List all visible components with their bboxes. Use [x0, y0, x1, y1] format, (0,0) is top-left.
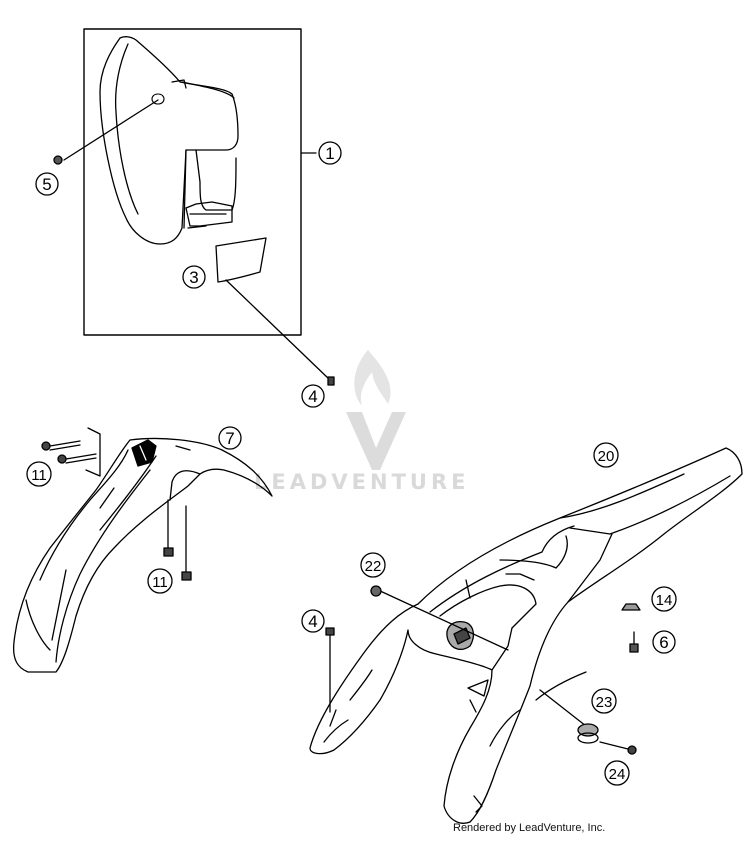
callout-5-label: 5 [42, 175, 51, 194]
screw-5 [53, 155, 63, 165]
callout-14-circle [651, 586, 677, 612]
leadventure-watermark-logo: LEADVENTURE [254, 350, 469, 494]
render-credit: Rendered by LeadVenture, Inc. [453, 822, 606, 834]
rear-fender [309, 447, 743, 824]
washer-14 [621, 603, 641, 611]
callout-11b-label: 11 [152, 574, 168, 591]
callout-1-circle [318, 141, 342, 165]
callout-4a-label: 4 [308, 387, 317, 406]
cover-plate [215, 237, 267, 283]
callout-11b-circle [147, 568, 173, 594]
callout-24-label: 24 [609, 766, 626, 783]
callout-11a-label: 11 [31, 467, 47, 484]
callout-14-label: 14 [656, 592, 673, 609]
callout-4b-circle [301, 609, 325, 633]
nut-23 [577, 723, 599, 744]
callout-23-circle [591, 688, 617, 714]
callout-7-circle [218, 426, 242, 450]
callout-4b-label: 4 [308, 612, 317, 631]
callout-24-circle [604, 760, 630, 786]
screw-4-top [327, 376, 335, 386]
callout-7-label: 7 [225, 429, 234, 448]
bolt-24 [599, 741, 637, 755]
callout-20-circle [593, 442, 619, 468]
callout-1-label: 1 [325, 144, 334, 163]
screw-4-rear [325, 627, 335, 713]
callout-3-label: 3 [189, 268, 198, 287]
assembly-box [83, 28, 302, 336]
callout-6-circle [652, 630, 676, 654]
callout-6-label: 6 [659, 633, 668, 652]
callout-4a-circle [301, 384, 325, 408]
callout-22-label: 22 [365, 558, 382, 575]
callout-11a-circle [26, 461, 52, 487]
bolts-11-lower [163, 499, 192, 581]
callout-23-label: 23 [596, 694, 613, 711]
callout-3-circle [182, 265, 206, 289]
bolts-11-upper [41, 427, 101, 477]
nut-22 [370, 585, 382, 597]
front-fender [12, 437, 273, 673]
callout-20-label: 20 [598, 448, 615, 465]
screw-6 [629, 631, 639, 653]
watermark-brand-text: LEADVENTURE [254, 470, 469, 494]
number-plate [99, 36, 239, 245]
callout-22-circle [360, 552, 386, 578]
callout-5-circle [35, 172, 59, 196]
